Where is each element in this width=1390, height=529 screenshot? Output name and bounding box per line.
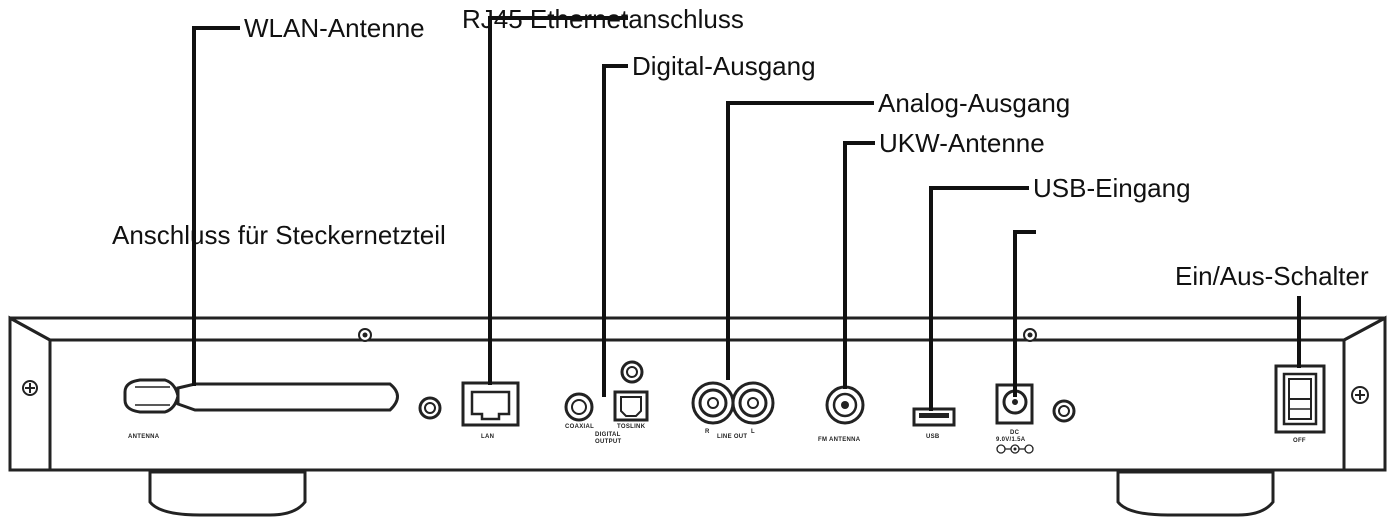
panel-label-dc-rating: 9.0V/1.5A — [996, 437, 1026, 443]
label-wlan-antenna: WLAN-Antenne — [244, 13, 425, 43]
panel-label-fm-antenna: FM ANTENNA — [818, 437, 861, 443]
power-switch-icon — [1274, 364, 1326, 434]
label-usb-input: USB-Eingang — [1033, 173, 1191, 203]
rca-left-icon — [731, 381, 775, 425]
screw-icon — [22, 380, 38, 396]
screw-icon — [358, 328, 372, 342]
device-feet — [148, 470, 1275, 517]
fm-antenna-port-icon — [825, 385, 865, 425]
panel-label-line-r: R — [705, 429, 710, 435]
label-power-adapter: Anschluss für Steckernetzteil — [112, 220, 446, 250]
label-fm-antenna: UKW-Antenne — [879, 128, 1045, 158]
usb-port-icon — [912, 407, 956, 427]
device-chassis — [8, 315, 1387, 472]
toslink-port-icon — [613, 390, 649, 422]
screw-icon — [418, 396, 442, 420]
rj45-port-icon — [461, 381, 520, 427]
screw-icon — [1023, 328, 1037, 342]
label-power-switch: Ein/Aus-Schalter — [1175, 261, 1369, 291]
rca-right-icon — [691, 381, 735, 425]
label-digital-output: Digital-Ausgang — [632, 51, 816, 81]
panel-label-power: OFF — [1293, 438, 1306, 444]
panel-label-usb: USB — [926, 434, 940, 440]
screw-icon — [620, 360, 644, 384]
label-rj45-ethernet: RJ45 Ethernetanschluss — [462, 4, 744, 34]
callout-lines — [192, 16, 1301, 411]
coaxial-port-icon — [564, 392, 594, 422]
wlan-antenna-icon — [123, 378, 399, 414]
panel-label-toslink: TOSLINK — [617, 424, 646, 430]
polarity-icon — [996, 444, 1034, 454]
panel-label-dc: DC — [1010, 430, 1020, 436]
panel-label-digital: DIGITAL — [595, 432, 621, 438]
panel-label-antenna: ANTENNA — [128, 434, 160, 440]
panel-label-output: OUTPUT — [595, 439, 621, 445]
screw-icon — [1052, 399, 1076, 423]
panel-label-line-out: LINE OUT — [717, 434, 747, 440]
panel-label-lan: LAN — [481, 434, 494, 440]
panel-label-line-l: L — [751, 429, 755, 435]
screw-icon — [1351, 386, 1369, 404]
label-analog-output: Analog-Ausgang — [878, 88, 1070, 118]
panel-label-coaxial: COAXIAL — [565, 424, 594, 430]
